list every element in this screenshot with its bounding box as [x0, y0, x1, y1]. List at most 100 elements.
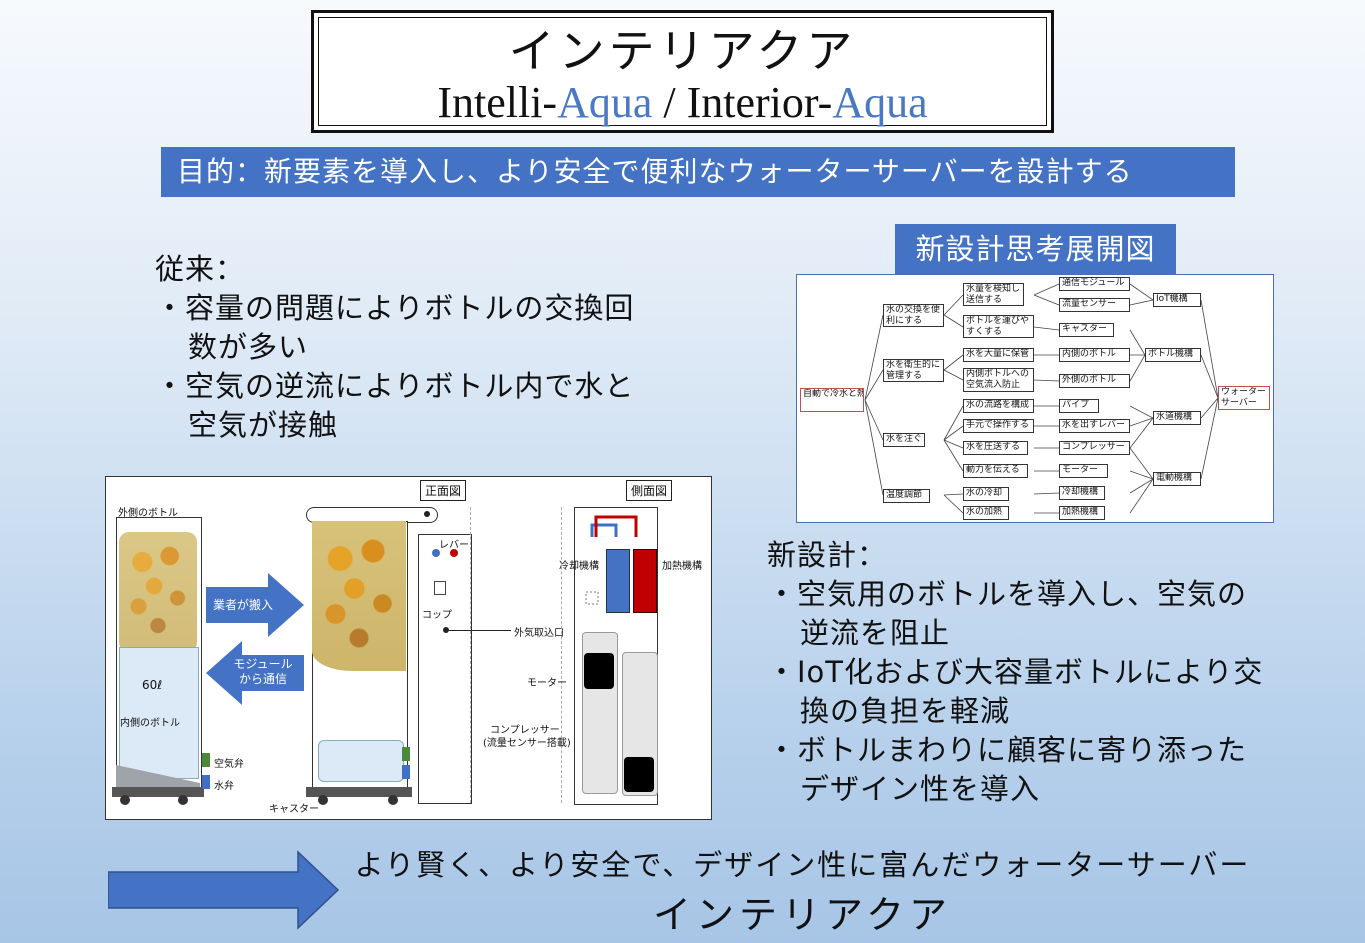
bottle-slope — [116, 765, 200, 787]
top-cap-dot — [424, 511, 430, 517]
mind-map-node: 内側のボトル — [1059, 348, 1130, 362]
cooling-unit — [606, 549, 630, 613]
hot-tap — [450, 549, 458, 557]
mind-map-node: 外側のボトル — [1059, 374, 1130, 388]
inner-bottle — [119, 647, 199, 779]
air-intake-dot — [443, 627, 449, 633]
conventional-heading: 従来： — [155, 252, 246, 286]
mind-map-node: 水の加熱 — [963, 506, 1009, 520]
carry-in-arrow — [206, 573, 304, 637]
front-view-tag: 正面図 — [420, 480, 467, 501]
mind-map-node: キャスター — [1059, 323, 1114, 337]
title-english: Intelli-Aqua / Interior-Aqua — [437, 78, 928, 127]
mind-map-node: ボトル機構 — [1145, 348, 1201, 362]
sunflower-pattern — [312, 521, 406, 671]
caster-wheel — [120, 795, 130, 805]
cup — [434, 581, 446, 595]
conventional-item: ・容量の問題によりボトルの交換回 — [155, 291, 635, 325]
inner-bottle-front — [318, 740, 404, 782]
motor-label: モーター — [527, 678, 567, 689]
compressor-note: (流量センサー搭載) — [483, 738, 571, 749]
cup-label: コップ — [422, 610, 452, 621]
base-frame — [112, 787, 204, 797]
new-design-item: 逆流を阻止 — [800, 616, 951, 650]
mind-map-root: 自動で冷水と熱湯が出る — [800, 388, 864, 412]
title-japanese: インテリアクア — [508, 24, 857, 78]
purpose-banner: 目的：新要素を導入し、より安全で便利なウォーターサーバーを設計する — [161, 147, 1235, 197]
compressor — [624, 757, 654, 792]
product-diagram: 外側のボトル 60ℓ 内側のボトル 空気弁 水弁 業者が搬入 モジュールから通信… — [105, 476, 712, 820]
caster-wheel — [178, 795, 188, 805]
mind-map-node: IoT機構 — [1153, 293, 1201, 307]
mind-map-node: 手元で操作する — [963, 419, 1034, 433]
mind-map-node: 内側ボトルへの空気流入防止 — [963, 368, 1034, 392]
sunflower-pattern — [119, 532, 197, 652]
new-design-item: 換の負担を軽減 — [800, 694, 1011, 728]
mind-map-node: モーター — [1059, 464, 1108, 478]
caster-wheel — [318, 795, 328, 805]
conventional-item: 数が多い — [188, 330, 309, 364]
air-intake-leader — [449, 630, 511, 631]
mind-map-panel: 自動で冷水と熱湯が出る 水の交換を便利にする 水を衛生的に管理する 水を注ぐ 温… — [796, 274, 1274, 523]
air-intake-label: 外気取込口 — [514, 628, 564, 639]
title-box: インテリアクア Intelli-Aqua / Interior-Aqua — [311, 10, 1054, 133]
water-valve — [202, 775, 210, 789]
mind-map-node: 温度調節 — [883, 489, 930, 503]
air-valve — [202, 753, 210, 767]
front-panel — [418, 534, 472, 804]
mind-map-node: 水道機構 — [1153, 411, 1201, 425]
water-valve-label: 水弁 — [214, 781, 234, 792]
conclusion-line: より賢く、より安全で、デザイン性に富んだウォーターサーバー — [354, 848, 1251, 882]
side-pipes — [585, 515, 638, 605]
mind-map-node: 動力を伝える — [963, 464, 1028, 478]
conclusion-product-name: インテリアクア — [652, 893, 953, 937]
mind-map-node: 加熱機構 — [1059, 506, 1105, 520]
air-valve — [402, 747, 410, 761]
conventional-section: 従来： ・容量の問題によりボトルの交換回 数が多い ・空気の逆流によりボトル内で… — [155, 250, 634, 445]
new-design-item: ・IoT化および大容量ボトルにより交 — [767, 655, 1264, 689]
mind-map-node: パイプ — [1059, 399, 1099, 413]
module-comm-arrow — [206, 641, 304, 705]
caster-label: キャスター — [269, 804, 319, 815]
conventional-item: 空気が接触 — [188, 408, 339, 442]
mind-map-title: 新設計思考展開図 — [895, 224, 1176, 274]
mind-map-node: 水を衛生的に管理する — [883, 359, 944, 382]
mind-map-node: ボトルを運びやすくする — [963, 315, 1034, 338]
section-divider — [470, 507, 472, 803]
compressor-label: コンプレッサー — [490, 725, 560, 736]
cooling-label: 冷却機構 — [559, 561, 599, 572]
outer-bottle-label: 外側のボトル — [118, 508, 178, 519]
cold-tap — [432, 549, 440, 557]
mind-map-node: 水を大量に保管 — [963, 348, 1034, 362]
mind-map-node: 水量を検知し送信する — [963, 283, 1024, 306]
base-frame — [306, 787, 412, 797]
new-design-item: ・ボトルまわりに顧客に寄り添った — [767, 733, 1248, 767]
water-valve — [402, 765, 410, 779]
carry-in-label: 業者が搬入 — [213, 598, 274, 612]
mind-map-node: 水を注ぐ — [883, 433, 925, 447]
new-design-item: デザイン性を導入 — [800, 772, 1041, 806]
mind-map-node: 水の冷却 — [963, 487, 1009, 501]
module-comm-label: モジュールから通信 — [233, 657, 293, 686]
mind-map-final: ウォーターサーバー — [1218, 386, 1270, 410]
mind-map-connectors — [864, 283, 1219, 514]
mind-map-node: 水を圧送する — [963, 441, 1028, 455]
mind-map-node: コンプレッサー — [1059, 441, 1130, 455]
motor — [584, 653, 614, 689]
mind-map-node: 冷却機構 — [1059, 486, 1105, 500]
capacity-label: 60ℓ — [142, 678, 163, 692]
heating-label: 加熱機構 — [662, 561, 702, 572]
inner-bottle-label: 内側のボトル — [120, 718, 180, 729]
lever-label: レバー — [439, 540, 469, 551]
side-view-tag: 側面図 — [626, 480, 673, 501]
mind-map-node: 水の流路を構成 — [963, 399, 1034, 413]
conclusion-arrow — [108, 850, 340, 930]
air-valve-label: 空気弁 — [214, 759, 244, 770]
mind-map-node: 水を出すレバー — [1059, 419, 1130, 433]
mind-map-node: 水の交換を便利にする — [883, 304, 944, 327]
conventional-item: ・空気の逆流によりボトル内で水と — [155, 369, 635, 403]
new-design-item: ・空気用のボトルを導入し、空気の — [767, 577, 1248, 611]
caster-wheel — [388, 795, 398, 805]
mind-map-node: 電動機構 — [1153, 472, 1201, 486]
section-divider — [561, 507, 563, 803]
